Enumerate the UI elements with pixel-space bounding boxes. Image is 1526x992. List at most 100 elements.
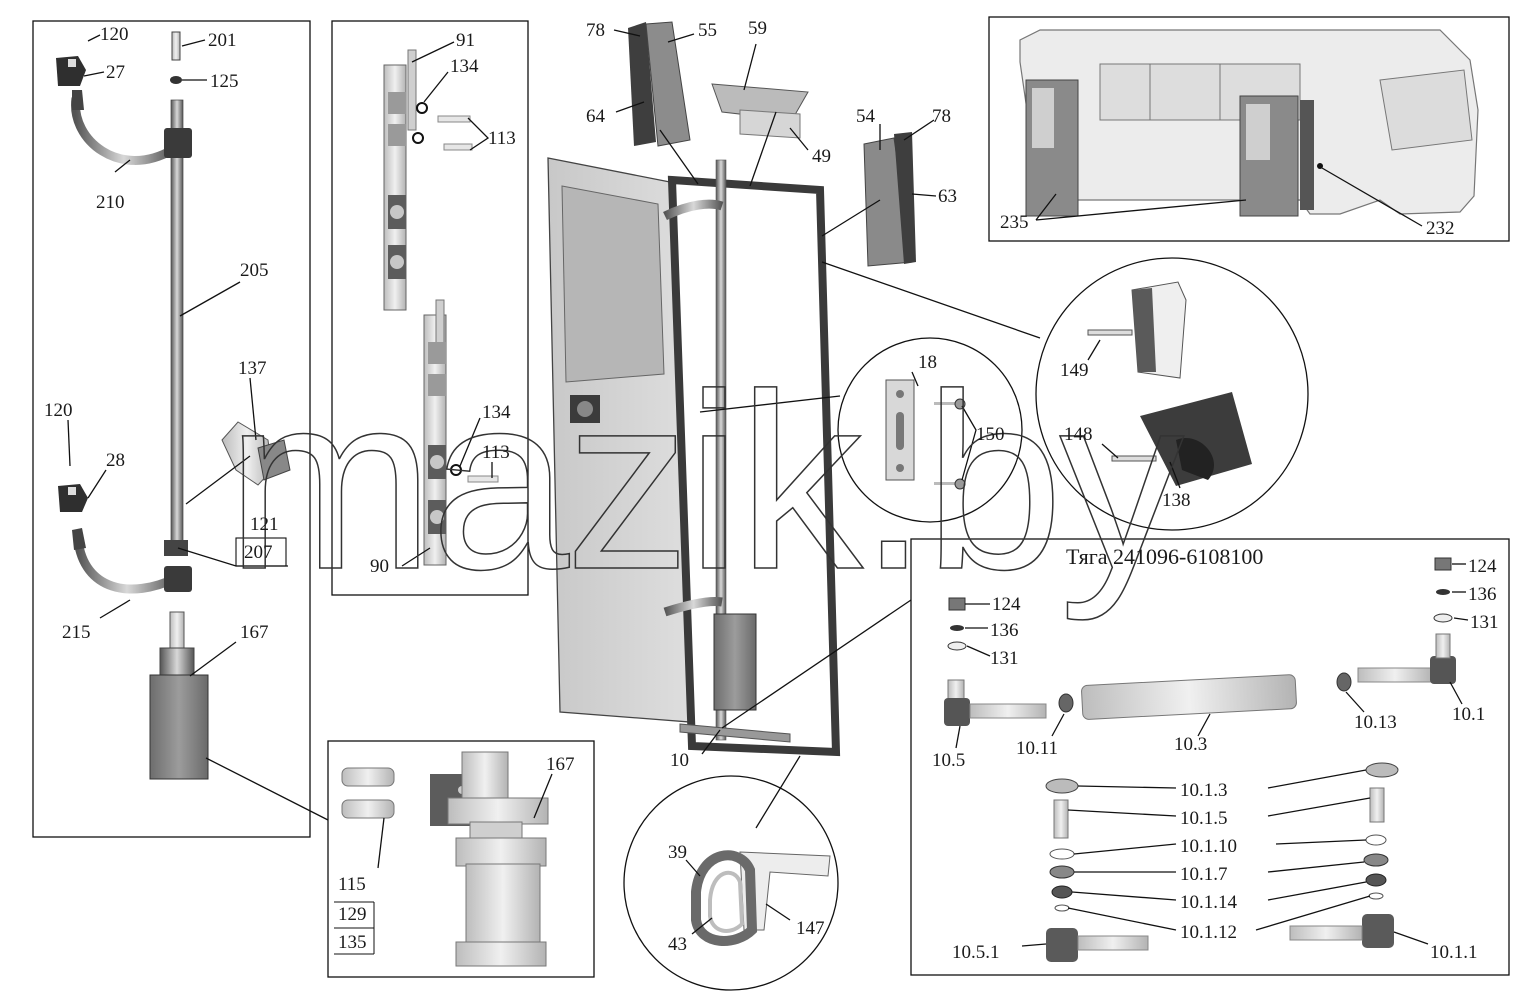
part-10-1-3-cap — [1045, 778, 1079, 794]
label-10-5-1: 10.5.1 — [952, 942, 1000, 963]
part-10-5-1-shank — [1077, 935, 1149, 951]
label-63: 63 — [938, 186, 957, 207]
label-39: 39 — [668, 842, 687, 863]
label-134: 134 — [482, 402, 511, 423]
label-129: 129 — [338, 904, 367, 925]
part-125-washer — [170, 76, 182, 84]
part-201-pin — [171, 31, 181, 61]
label-10-5: 10.5 — [932, 750, 965, 771]
label-235: 235 — [1000, 212, 1029, 233]
part-18-slot — [896, 412, 904, 450]
label-10-1-1: 10.1.1 — [1430, 942, 1478, 963]
label-167: 167 — [240, 622, 269, 643]
hinge-panel-frame — [331, 20, 529, 596]
column-panel — [32, 20, 311, 838]
part-10-1-5-pin — [1369, 787, 1385, 823]
label-10-11: 10.11 — [1016, 738, 1058, 759]
part-215-clamp — [164, 566, 192, 592]
part-150-screw — [954, 478, 966, 490]
label-78: 78 — [932, 106, 951, 127]
part-10-1-10-ring — [1049, 848, 1075, 860]
part-10-1-12-ring — [1368, 892, 1384, 900]
seal-detail-circle — [821, 257, 1309, 531]
part-10-1-12-ring — [1054, 904, 1070, 912]
label-205: 205 — [240, 260, 269, 281]
part-124-nut — [1434, 557, 1452, 571]
seal-loop-outline — [623, 775, 839, 991]
upper-hinge-strip — [383, 49, 417, 311]
label-10-1-14: 10.1.14 — [1180, 892, 1238, 913]
part-136-washer — [1436, 589, 1450, 595]
part-167-body-top — [455, 837, 547, 867]
part-210-tip — [72, 90, 84, 110]
label-18: 18 — [918, 352, 937, 373]
label-136: 136 — [1468, 584, 1497, 605]
part-10-5-1-end — [1046, 928, 1078, 962]
label-10-1-3: 10.1.3 — [1180, 780, 1228, 801]
part-131-washer — [1433, 613, 1453, 623]
label-10-1: 10.1 — [1452, 704, 1485, 725]
part-10-1-1-end — [1362, 914, 1394, 948]
part-113-screw — [437, 115, 471, 123]
part-215-tip — [72, 528, 86, 550]
rod-panel-frame — [910, 538, 1510, 976]
plate-detail-outline — [837, 337, 1023, 523]
bus-panel-frame — [988, 16, 1510, 242]
part-10-1-end — [1430, 656, 1456, 684]
part-149-profile-dark — [1132, 288, 1156, 372]
label-136: 136 — [990, 620, 1019, 641]
part-39-loop — [691, 850, 758, 946]
part-148-screw — [1111, 455, 1157, 462]
label-120: 120 — [44, 400, 73, 421]
label-28: 28 — [106, 450, 125, 471]
part-215-arm — [73, 539, 178, 594]
label-150: 150 — [976, 424, 1005, 445]
part-147-bracket — [739, 851, 831, 931]
part-207-box — [235, 537, 287, 567]
door-upper-arm — [663, 199, 724, 221]
part-10-1-shank — [1357, 667, 1433, 683]
part-10-11-nut — [1058, 693, 1074, 713]
part-134-ring — [416, 102, 428, 114]
part-134-ring — [412, 132, 424, 144]
part-10-1-7-ring — [1049, 865, 1075, 879]
part-167-neck — [469, 821, 523, 841]
part-167-cylinder — [149, 674, 209, 780]
label-10: 10 — [670, 750, 689, 771]
door-cylinder — [713, 613, 757, 711]
part-167-body — [465, 863, 541, 947]
plate-detail-circle — [699, 337, 1023, 523]
door-frame — [667, 175, 841, 757]
hinge-panel — [331, 20, 529, 596]
bus-rear-door-glass — [1032, 88, 1054, 148]
part-232-marker — [1317, 163, 1323, 169]
part-136-washer — [950, 625, 964, 631]
label-10-1-7: 10.1.7 — [1180, 864, 1228, 885]
label-125: 125 — [210, 71, 239, 92]
part-10-1-5-pin — [1053, 799, 1069, 839]
label-138: 138 — [1162, 490, 1191, 511]
part-10-1-7-ring — [1363, 853, 1389, 867]
rod-panel — [721, 538, 1510, 976]
label-10-13: 10.13 — [1354, 712, 1397, 733]
label-10-1-12: 10.1.12 — [1180, 922, 1237, 943]
part-138-seal — [1140, 392, 1252, 486]
part-55-seal — [645, 21, 691, 147]
part-28-window — [68, 487, 76, 495]
label-43: 43 — [668, 934, 687, 955]
label-10-3: 10.3 — [1174, 734, 1207, 755]
part-10-5-shank — [969, 703, 1047, 719]
bus-windshield — [1379, 69, 1473, 151]
column-panel-frame — [32, 20, 311, 838]
rod-panel-title: Тяга 241096-6108100 — [1066, 544, 1263, 569]
part-210-clamp — [164, 128, 192, 158]
part-210-arm — [71, 97, 175, 165]
label-113: 113 — [488, 128, 516, 149]
label-131: 131 — [990, 648, 1019, 669]
part-205-shaft — [170, 99, 184, 551]
part-10-5-end — [944, 698, 970, 726]
label-207: 207 — [244, 542, 273, 563]
label-91: 91 — [456, 30, 475, 51]
label-210: 210 — [96, 192, 125, 213]
